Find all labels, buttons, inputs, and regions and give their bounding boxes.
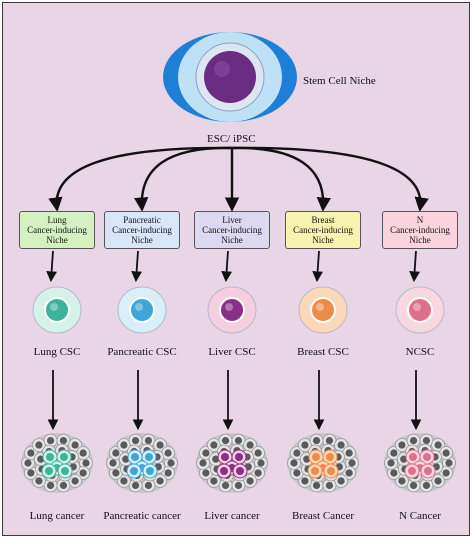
tumor-pancreatic-csc bbox=[106, 433, 178, 493]
niche-box-pancreatic-csc: Pancreatic Cancer-inducing Niche bbox=[104, 211, 180, 249]
cancer-label-pancreatic-csc: Pancreatic cancer bbox=[103, 510, 181, 522]
cancer-label-lung-csc: Lung cancer bbox=[29, 510, 85, 522]
csc-label-pancreatic-csc: Pancreatic CSC bbox=[107, 346, 177, 358]
csc-label-lung-csc: Lung CSC bbox=[33, 346, 81, 358]
stem-cell-niche-label: Stem Cell Niche bbox=[303, 75, 376, 87]
csc-arrows bbox=[47, 370, 422, 431]
niche-arrow-pancreatic-csc bbox=[131, 250, 142, 283]
tumor-breast-csc bbox=[287, 433, 359, 493]
branch-line-lung-csc bbox=[48, 146, 233, 212]
cancer-label-breast-csc: Breast Cancer bbox=[292, 510, 354, 522]
csc-label-ncsc: NCSC bbox=[405, 346, 435, 358]
tumor-clusters bbox=[21, 433, 456, 493]
niche-box-liver-csc: Liver Cancer-inducing Niche bbox=[194, 211, 270, 249]
csc-cells bbox=[32, 286, 445, 334]
niche-arrow-breast-csc bbox=[312, 250, 323, 283]
branch-line-pancreatic-csc bbox=[134, 146, 233, 212]
csc-cell-pancreatic-csc bbox=[117, 286, 167, 334]
niche-box-lung-csc: Lung Cancer-inducing Niche bbox=[19, 211, 95, 249]
niche-arrow-liver-csc bbox=[221, 250, 232, 283]
csc-label-breast-csc: Breast CSC bbox=[297, 346, 349, 358]
cancer-label-ncsc: N Cancer bbox=[399, 510, 441, 522]
niche-arrow-ncsc bbox=[409, 250, 420, 283]
niche-arrows bbox=[46, 250, 420, 283]
niche-box-breast-csc: Breast Cancer-inducing Niche bbox=[285, 211, 361, 249]
csc-label-liver-csc: Liver CSC bbox=[208, 346, 256, 358]
cancer-label-liver-csc: Liver cancer bbox=[204, 510, 260, 522]
csc-cell-liver-csc bbox=[207, 286, 257, 334]
csc-cell-breast-csc bbox=[298, 286, 348, 334]
csc-cell-lung-csc bbox=[32, 286, 82, 334]
branch-line-ncsc bbox=[231, 146, 429, 212]
tumor-lung-csc bbox=[21, 433, 93, 493]
esc-ipsc-label: ESC/ iPSC bbox=[207, 133, 256, 145]
csc-cell-ncsc bbox=[395, 286, 445, 334]
tumor-liver-csc bbox=[196, 433, 268, 493]
niche-arrow-lung-csc bbox=[46, 250, 57, 283]
stem-cell-niche-icon bbox=[163, 32, 297, 122]
branch-lines bbox=[48, 146, 429, 212]
branch-line-breast-csc bbox=[231, 146, 332, 212]
niche-box-ncsc: N Cancer-inducing Niche bbox=[382, 211, 458, 249]
tumor-ncsc bbox=[384, 433, 456, 493]
